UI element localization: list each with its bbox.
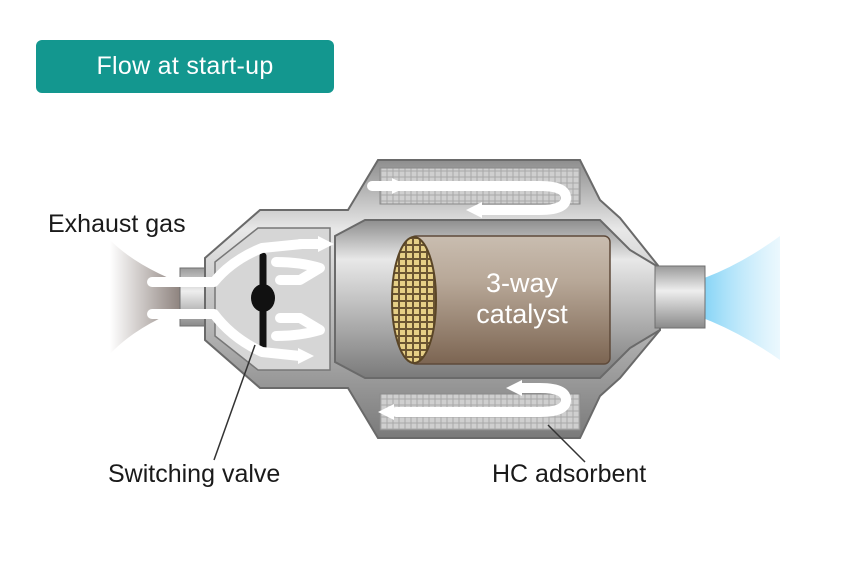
flow-arrow-head — [506, 380, 522, 396]
catalyst-label: 3-way catalyst — [452, 268, 592, 330]
flow-arrow-top-band — [367, 181, 571, 215]
flow-arrow-head — [378, 404, 394, 420]
inlet-gas-plume — [110, 240, 200, 354]
flow-arrow-inlet-top — [147, 239, 307, 287]
flow-arrow-head — [392, 178, 408, 194]
flow-arrow-head — [318, 236, 334, 252]
catalyst-label-line2: catalyst — [476, 299, 568, 329]
flow-arrow-heads — [298, 178, 522, 420]
hc-adsorbent-label: HC adsorbent — [492, 460, 647, 488]
outlet-gas-plume — [660, 236, 780, 360]
switching-valve-disc-icon — [251, 284, 275, 312]
flow-arrow-inlet-bottom — [147, 309, 305, 361]
honeycomb-face-icon — [391, 236, 437, 364]
flow-arrow-head — [466, 202, 482, 218]
flow-arrow-bottom-band — [391, 383, 571, 417]
hc-leader-line — [547, 424, 586, 463]
exhaust-gas-label: Exhaust gas — [48, 210, 186, 238]
title-badge: Flow at start-up — [36, 40, 334, 93]
flow-arrow-upper-loop — [271, 257, 325, 285]
catalyst-label-line1: 3-way — [485, 268, 559, 298]
title-text: Flow at start-up — [96, 52, 274, 80]
flow-arrow-lower-loop — [271, 313, 325, 341]
flow-arrows — [147, 181, 571, 417]
flow-arrow-head — [298, 348, 314, 364]
switching-valve-label: Switching valve — [108, 460, 281, 488]
outlet-pipe — [654, 265, 706, 329]
valve-leader-line — [213, 344, 256, 461]
